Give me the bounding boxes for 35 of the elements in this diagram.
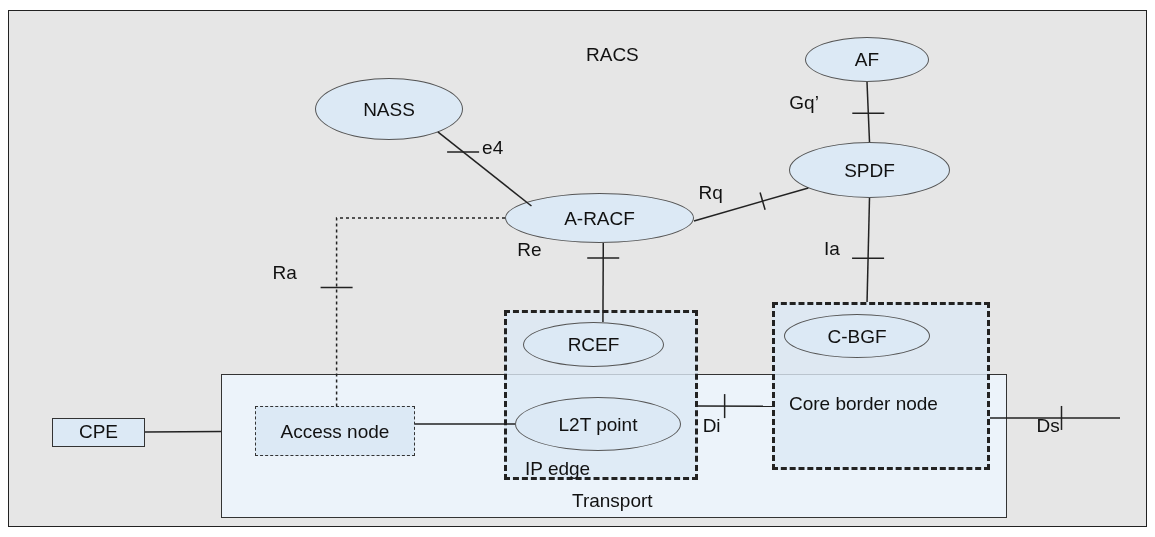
- dashed-box: [772, 302, 990, 470]
- edge-label: e4: [482, 135, 504, 160]
- connector-line: [144, 430, 222, 433]
- node-label: L2T point: [558, 413, 638, 435]
- node-label: CPE: [78, 420, 119, 445]
- connector-line: [335, 217, 506, 407]
- connector-line: [697, 405, 773, 407]
- node-label: IP edge: [525, 457, 591, 481]
- edge-label: Re: [517, 238, 542, 262]
- node-label: C-BGF: [827, 325, 887, 347]
- connector-line: [866, 197, 871, 303]
- node-label: RCEF: [567, 334, 620, 355]
- dashed-box: [255, 406, 415, 456]
- edge-label: Gq’: [789, 91, 819, 116]
- connector-line: [414, 423, 516, 425]
- node-label: RACS: [586, 43, 639, 67]
- edge-label: Ds: [1036, 413, 1060, 438]
- node-label: Transport: [572, 489, 653, 513]
- node-label: SPDF: [844, 159, 895, 181]
- connector-line: [989, 417, 1121, 419]
- edge-label: Ia: [824, 237, 840, 262]
- diagram-frame: [8, 10, 1147, 527]
- node-label: Core border node: [789, 393, 939, 415]
- connector-line: [693, 187, 810, 222]
- connector-line: [437, 131, 533, 207]
- node-label: A-RACF: [564, 207, 635, 229]
- process-box: [52, 418, 145, 447]
- node-label: Access node: [280, 420, 390, 442]
- connector-line: [602, 242, 605, 323]
- edge-label: Di: [702, 414, 721, 439]
- connector-line: [866, 81, 871, 143]
- edge-label: Ra: [272, 260, 297, 285]
- node-label: AF: [854, 49, 880, 70]
- node-label: NASS: [363, 98, 415, 120]
- edge-label: Rq: [698, 181, 723, 206]
